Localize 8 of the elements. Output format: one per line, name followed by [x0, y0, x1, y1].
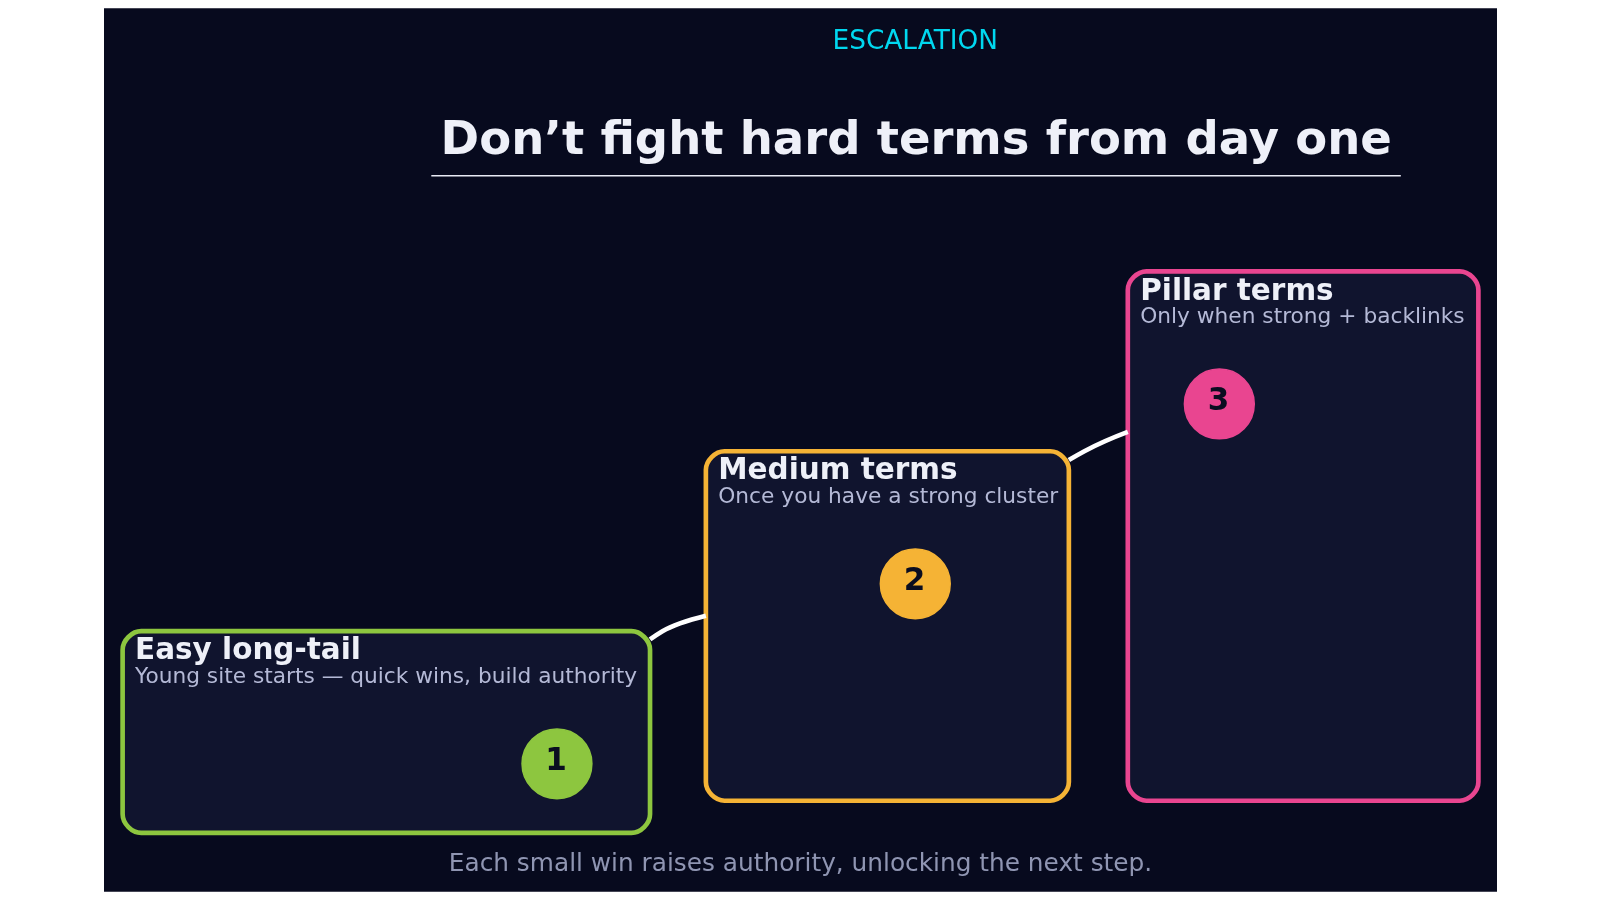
connector — [1067, 429, 1129, 463]
label: ESCALATION — [832, 24, 998, 55]
diagram-title: Don’t fight hard terms from day one — [440, 111, 1392, 166]
connector — [648, 613, 706, 642]
caption: Each small win raises authority, unlocking the next step. — [448, 848, 1152, 878]
node-circle: 3 — [1183, 368, 1255, 440]
node-circle: 1 — [520, 728, 593, 800]
node-circle: 2 — [879, 548, 951, 620]
